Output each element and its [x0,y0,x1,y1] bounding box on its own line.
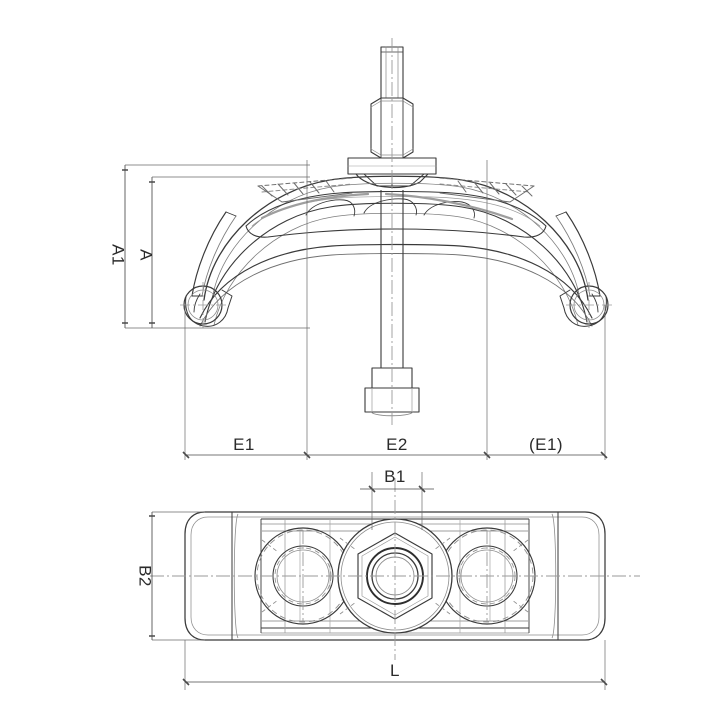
dim-label-b1: B1 [384,467,406,486]
dim-label-e2: E2 [386,435,408,454]
roller-center-marks [180,282,612,328]
t-bolt-head [364,387,420,413]
dim-label-l: L [390,661,400,680]
dimension-lines-front-view [122,160,608,460]
slot-internal-ribs [305,198,475,219]
serrated-edge-right [439,177,535,203]
dimension-lines-plan-view [149,472,608,690]
hidden-detail-ticks [261,537,529,615]
t-bolt-lower [364,190,420,417]
arch-shading-band [260,192,514,221]
dim-label-e1-right: (E1) [529,435,563,454]
dim-label-e1-left: E1 [233,435,255,454]
left-end-roller [183,285,233,327]
dim-label-a1: A1 [109,244,128,266]
right-end-roller [559,285,609,327]
arch-clamp-body [183,175,609,327]
dim-label-b2: B2 [136,565,155,587]
hex-nut [370,97,414,159]
dim-label-a: A [137,249,156,261]
center-lines-plan-view [150,478,640,660]
